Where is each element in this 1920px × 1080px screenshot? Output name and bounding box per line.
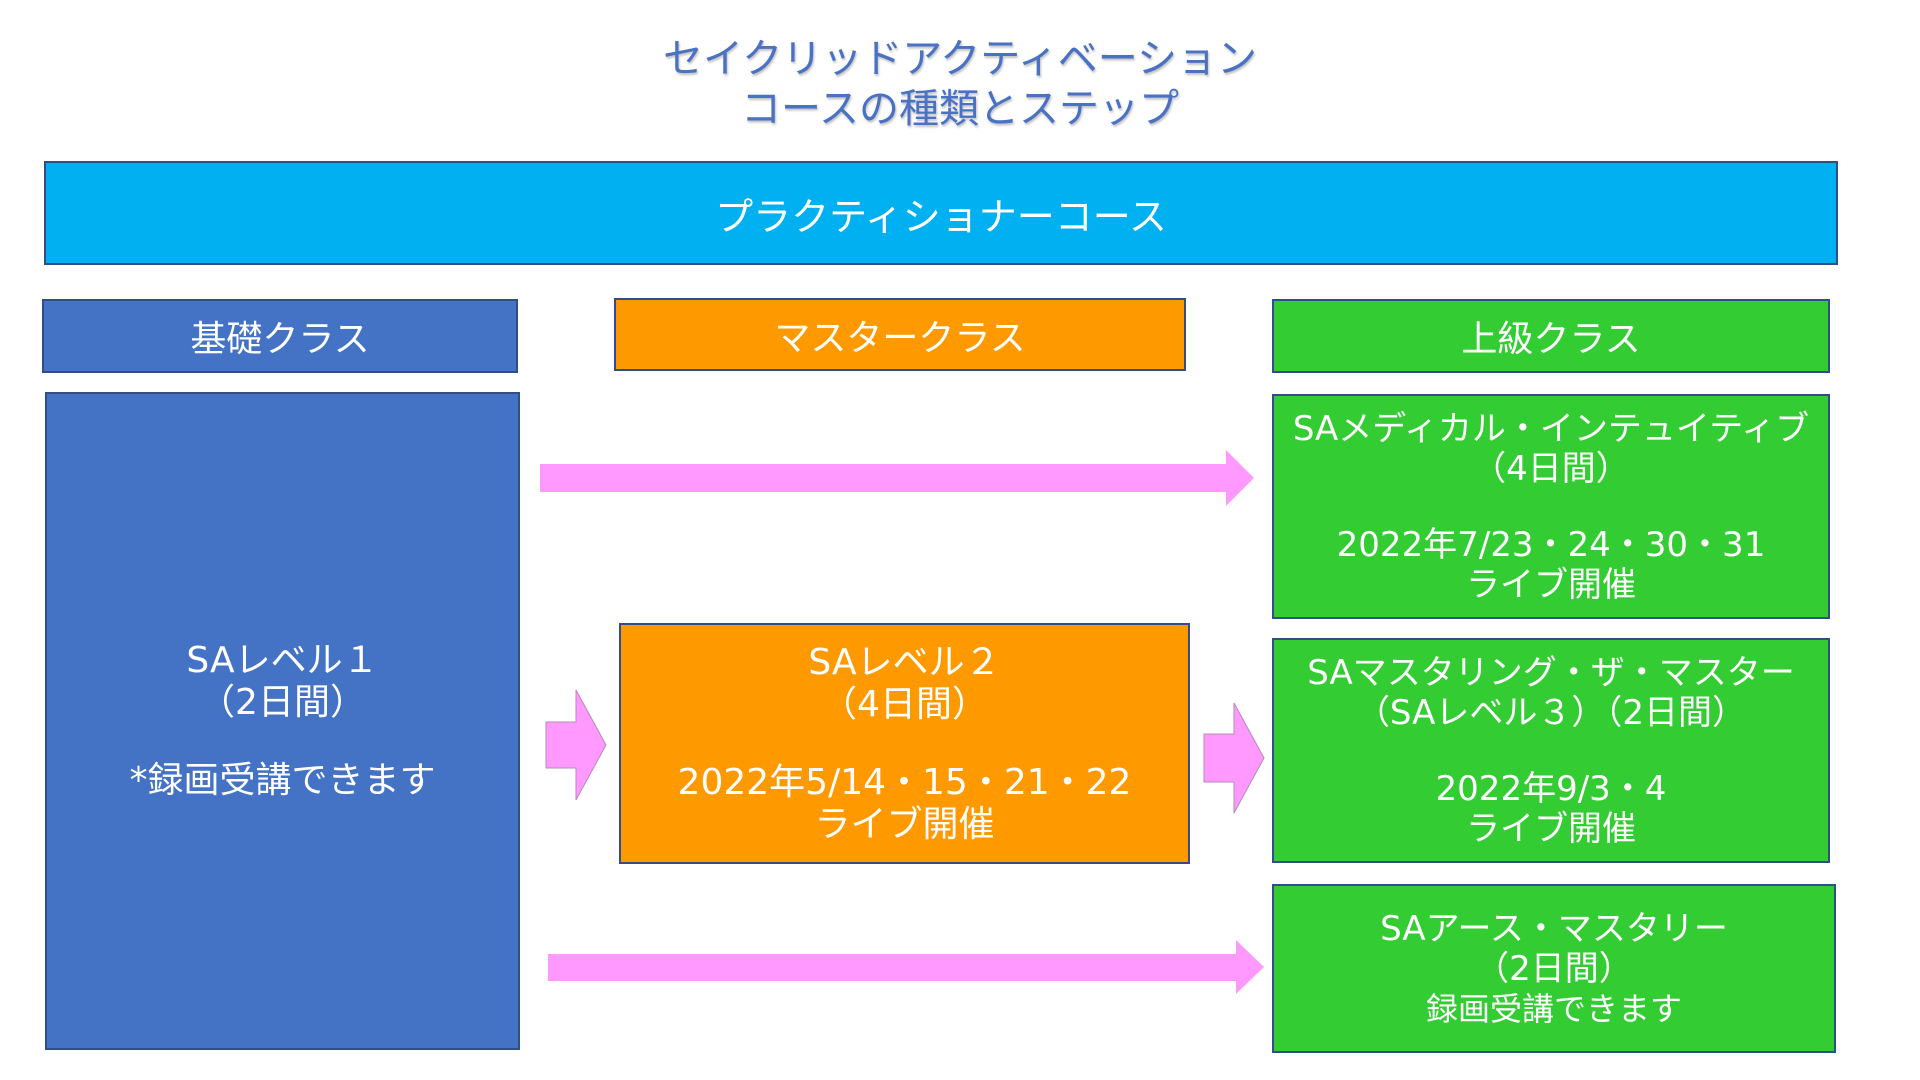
sa-medical-intuitive-box: SAメディカル・インテュイティブ （4日間） 2022年7/23・24・30・3… (1272, 394, 1830, 619)
level2-duration: （4日間） (821, 683, 988, 725)
mastering-name: SAマスタリング・ザ・マスター (1307, 652, 1795, 693)
level2-format: ライブ開催 (814, 803, 995, 845)
advanced-class-label: 上級クラス (1461, 319, 1641, 360)
practitioner-course-banner: プラクティショナーコース (44, 161, 1838, 265)
mastering-dates: 2022年9/3・4 (1435, 768, 1667, 809)
mastering-format: ライブ開催 (1466, 808, 1636, 849)
earth-note: 録画受講できます (1425, 989, 1682, 1028)
basic-class-label: 基礎クラス (190, 319, 370, 360)
arrow-level1-to-medical (540, 450, 1254, 506)
advanced-class-header: 上級クラス (1272, 299, 1830, 373)
arrow-level1-to-earth (548, 940, 1264, 994)
basic-class-header: 基礎クラス (42, 299, 518, 373)
arrow-level2-to-mastering (1203, 702, 1265, 814)
master-class-label: マスタークラス (774, 317, 1026, 359)
earth-name: SAアース・マスタリー (1380, 908, 1728, 949)
banner-label: プラクティショナーコース (715, 194, 1167, 239)
mastering-duration: （SAレベル３）（2日間） (1355, 692, 1747, 733)
sa-level2-box: SAレベル２ （4日間） 2022年5/14・15・21・22 ライブ開催 (619, 623, 1190, 864)
medical-duration: （4日間） (1472, 448, 1630, 489)
sa-mastering-the-master-box: SAマスタリング・ザ・マスター （SAレベル３）（2日間） 2022年9/3・4… (1272, 638, 1830, 863)
level1-name: SAレベル１ (186, 640, 379, 681)
level2-dates: 2022年5/14・15・21・22 (677, 761, 1132, 803)
medical-dates: 2022年7/23・24・30・31 (1336, 524, 1766, 565)
diagram-title: セイクリッドアクティベーション コースの種類とステップ (0, 34, 1920, 134)
medical-format: ライブ開催 (1466, 564, 1636, 605)
title-line-1: セイクリッドアクティベーション (663, 36, 1257, 82)
sa-level1-box: SAレベル１ （2日間） *録画受講できます (45, 392, 520, 1050)
medical-name: SAメディカル・インテュイティブ (1292, 408, 1810, 449)
arrow-level1-to-level2 (545, 689, 607, 801)
title-line-2: コースの種類とステップ (741, 86, 1179, 132)
master-class-header: マスタークラス (614, 298, 1186, 371)
level2-name: SAレベル２ (808, 641, 1001, 683)
level1-note: *録画受講できます (129, 760, 436, 801)
sa-earth-mastery-box: SAアース・マスタリー （2日間） 録画受講できます (1272, 884, 1836, 1053)
earth-duration: （2日間） (1475, 948, 1633, 989)
level1-duration: （2日間） (199, 682, 366, 723)
